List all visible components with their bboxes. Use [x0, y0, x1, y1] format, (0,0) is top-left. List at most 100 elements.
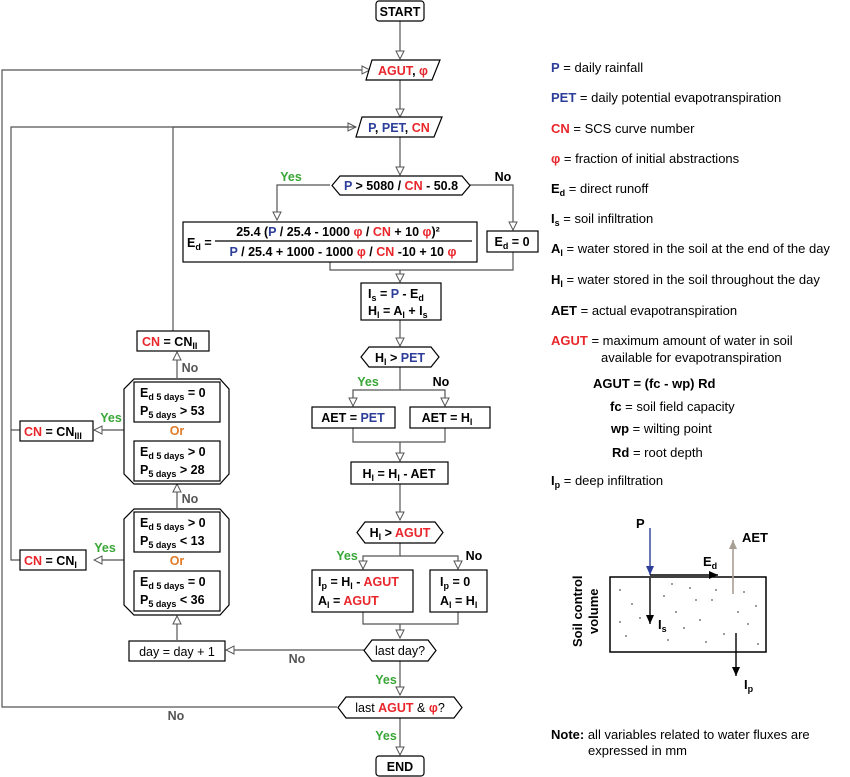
soil-diagram: P AET Ed Is Ip Soil control volume: [570, 516, 768, 694]
eq-cn: = CN: [42, 554, 74, 568]
legend-p: P = daily rainfall: [551, 60, 643, 75]
pet-label: PET: [360, 411, 385, 425]
soil-dot: [705, 641, 707, 643]
sym: A: [551, 241, 561, 256]
hl-symbol: H: [375, 351, 384, 365]
subscript: l: [449, 600, 452, 610]
desc: = daily rainfall: [560, 60, 644, 75]
eq-h: = H: [455, 594, 475, 608]
cond: > 0: [188, 516, 206, 530]
subscript: s: [423, 310, 428, 320]
svg-text:Ip = Hl - AGUT: Ip = Hl - AGUT: [318, 575, 399, 591]
note-line-1: Note: all variables related to water flu…: [551, 727, 810, 742]
sym: H: [551, 272, 560, 287]
legend-phi: φ = fraction of initial abstractions: [551, 151, 740, 166]
legend-pet: PET = daily potential evapotranspiration: [551, 90, 781, 105]
svg-text:Ed 5 days = 0: Ed 5 days = 0: [140, 386, 206, 402]
den-part: /: [366, 245, 376, 259]
den-part: -10 + 10: [394, 245, 447, 259]
sym: I: [551, 473, 555, 488]
ip-symbol: I: [440, 575, 443, 589]
ed-subscript: d: [503, 241, 509, 251]
cn-label: CN: [24, 425, 42, 439]
subscript: II: [192, 341, 197, 351]
sym: E: [703, 554, 712, 569]
soil-dot: [747, 623, 749, 625]
no-label: No: [289, 652, 306, 666]
legend-al: Al = water stored in the soil at the end…: [551, 241, 830, 258]
yes-label: Yes: [280, 170, 302, 184]
cond: = 0: [188, 386, 206, 400]
soil-dot: [695, 599, 697, 601]
offset-text: - 50.8: [423, 179, 458, 193]
note-text: all variables related to water fluxes ar…: [584, 727, 809, 742]
ed-symbol: E: [187, 236, 195, 250]
ed-subscript: d: [195, 242, 201, 252]
eq-h: = H: [378, 467, 398, 481]
last-day-decision: last day? No Yes: [289, 639, 437, 687]
subscript: 5 days: [148, 540, 176, 550]
comma: ,: [375, 121, 382, 135]
phi-label: φ: [419, 64, 428, 78]
phi-label: φ: [423, 225, 432, 239]
sym: wp: [610, 421, 629, 436]
day-increment-label: day = day + 1: [139, 645, 215, 659]
sym: Rd: [612, 445, 629, 460]
minus: -: [353, 575, 364, 589]
subscript: d: [418, 293, 424, 303]
flow-connectors: [1, 21, 513, 755]
agut-decision: Hl > AGUT Yes No: [336, 521, 483, 563]
cond: > 53: [180, 404, 205, 418]
svg-text:Ip = 0: Ip = 0: [440, 575, 470, 591]
desc: = maximum amount of water in soil: [588, 333, 793, 348]
eq-al: = A: [380, 304, 403, 318]
eq: =: [377, 287, 391, 301]
svg-text:AET = Hl: AET = Hl: [422, 411, 473, 427]
eq-cn: = CN: [42, 425, 74, 439]
svg-text:Ed 5 days > 0: Ed 5 days > 0: [140, 445, 206, 461]
num-part: /: [362, 225, 372, 239]
desc: = actual evapotranspiration: [577, 303, 737, 318]
num-part: + 10: [391, 225, 423, 239]
svg-text:Is = P - Ed: Is = P - Ed: [368, 287, 424, 303]
subscript: l: [560, 279, 563, 289]
cn-iii-box: CN = CNIII: [19, 420, 94, 442]
cn-label: CN: [376, 245, 394, 259]
svg-text:AET = PET: AET = PET: [321, 411, 385, 425]
dry-condition-group: Ed 5 days > 0 P5 days < 13 Or Ed 5 days …: [94, 492, 230, 616]
start-terminal: START: [375, 0, 425, 22]
soil-dot: [711, 599, 713, 601]
pet-decision: Hl > PET Yes No: [357, 346, 450, 389]
last-text: last: [355, 701, 378, 715]
soil-ip-label: Ip: [744, 677, 754, 694]
soil-dot: [737, 611, 739, 613]
soil-dot: [689, 587, 691, 589]
agut-label: AGUT: [378, 701, 414, 715]
svg-text:Hl = Hl - AET: Hl = Hl - AET: [362, 467, 435, 483]
legend-ip: Ip = deep infiltration: [551, 473, 663, 490]
hl-symbol: H: [362, 467, 371, 481]
qmark: ?: [438, 701, 445, 715]
svg-text:Hl = Al + Is: Hl = Al + Is: [368, 304, 428, 320]
cn-ii-box: CN = CNII: [136, 330, 210, 352]
p-label: P: [268, 225, 276, 239]
hl-symbol: H: [368, 304, 377, 318]
soil-dot: [619, 589, 621, 591]
soil-volume-label-2: volume: [586, 588, 601, 634]
desc: = daily potential evapotranspiration: [576, 90, 781, 105]
svg-text:CN = CNI: CN = CNI: [24, 554, 77, 570]
sym: PET: [551, 90, 576, 105]
subscript: p: [555, 480, 561, 490]
soil-dot: [671, 583, 673, 585]
sym: CN: [551, 121, 570, 136]
svg-text:25.4 (P / 25.4 - 1000 φ / CN +: 25.4 (P / 25.4 - 1000 φ / CN + 10 φ)²: [236, 225, 440, 239]
subscript: p: [748, 684, 754, 694]
svg-text:CN = CNII: CN = CNII: [142, 335, 197, 351]
svg-text:P5 days < 13: P5 days < 13: [140, 534, 205, 550]
subscript: s: [555, 218, 560, 228]
cond: < 36: [180, 593, 205, 607]
phi-label: φ: [357, 245, 366, 259]
agut-label: AGUT: [343, 594, 379, 608]
svg-text:Al = AGUT: Al = AGUT: [318, 594, 379, 610]
subscript: III: [74, 431, 82, 441]
